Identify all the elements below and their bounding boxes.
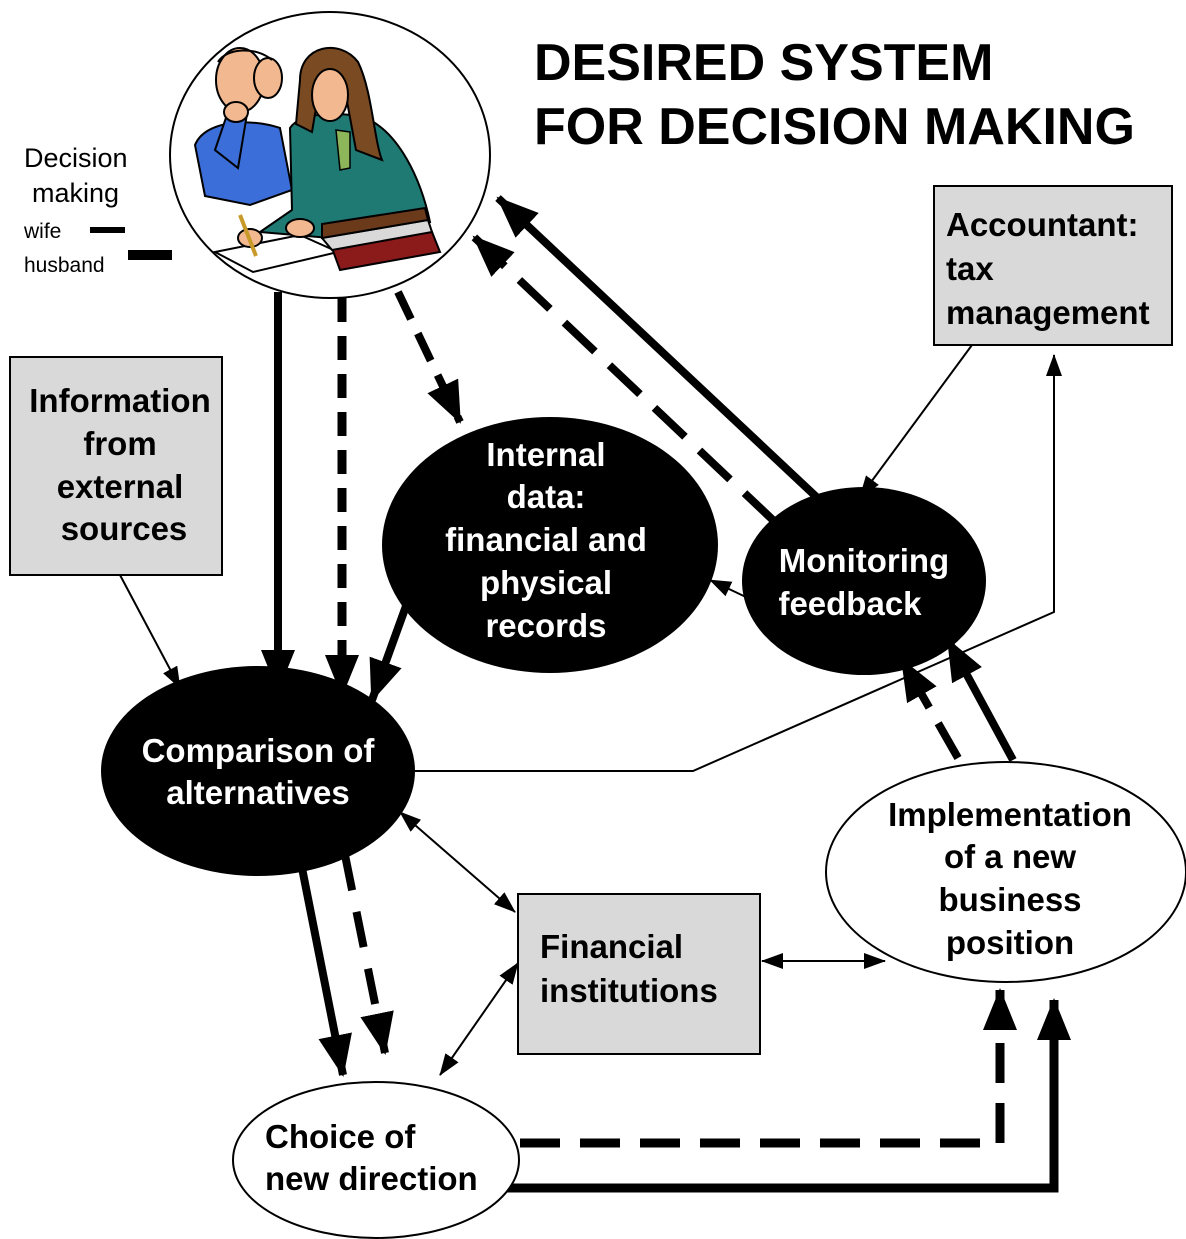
accountant-line-3: management — [946, 294, 1150, 331]
external-info-line-3: external — [57, 468, 184, 505]
arrow-wife-comparison-to-choice — [341, 854, 394, 1055]
accountant-line-1: Accountant: — [946, 206, 1139, 243]
arrow-wife-feedback-to-decision — [471, 234, 778, 525]
arrow-husband-implementation-to-monitoring — [944, 638, 1017, 762]
legend-heading-line-2: making — [32, 178, 119, 208]
connectors — [119, 195, 1071, 1193]
accountant-line-2: tax — [946, 250, 994, 287]
accountant-box: Accountant: tax management — [933, 185, 1173, 346]
internal-data-line-4: physical — [480, 564, 612, 601]
arrow-wife-implementation-to-monitoring — [898, 658, 962, 760]
financial-institutions-line-1: Financial — [540, 928, 683, 965]
external-info-line-2: from — [83, 425, 156, 462]
legend-husband-label: husband — [24, 254, 105, 277]
arrow-monitoring-to-internal-data — [709, 579, 749, 599]
internal-data-line-2: data: — [507, 478, 586, 515]
monitoring-line-1: Monitoring — [779, 542, 949, 579]
choice-node: Choice of new direction — [232, 1081, 520, 1239]
comparison-line-2: alternatives — [166, 774, 349, 811]
arrow-wife-to-internal-data — [394, 290, 464, 424]
external-info-line-4: sources — [61, 510, 188, 547]
legend: Decision making wife husband — [23, 143, 172, 277]
internal-data-line-5: records — [485, 607, 606, 644]
external-info-line-1: Information — [29, 382, 210, 419]
implementation-line-2: of a new — [944, 838, 1076, 875]
arrow-husband-choice-to-implementation — [505, 998, 1071, 1193]
comparison-line-1: Comparison of — [142, 732, 376, 769]
internal-data-line-3: financial and — [445, 521, 647, 558]
financial-institutions-line-2: institutions — [540, 972, 718, 1009]
title-line-1: DESIRED SYSTEM — [534, 34, 993, 92]
legend-wife-label: wife — [23, 220, 61, 243]
arrow-internal-data-to-comparison — [368, 593, 414, 702]
arrow-choice-financial-institutions — [439, 962, 519, 1076]
couple-illustration-icon — [193, 46, 442, 274]
arrow-husband-comparison-to-choice — [298, 867, 352, 1077]
comparison-node: Comparison of alternatives — [101, 666, 415, 876]
legend-husband-swatch — [128, 250, 172, 260]
choice-line-2: new direction — [265, 1160, 478, 1197]
diagram-title: DESIRED SYSTEM FOR DECISION MAKING — [534, 34, 1135, 156]
decision-makers-node — [169, 11, 491, 299]
internal-data-line-1: Internal — [486, 436, 605, 473]
monitoring-node: Monitoring feedback — [742, 487, 986, 675]
arrow-wife-choice-to-implementation — [520, 988, 1017, 1148]
arrow-accountant-to-monitoring — [859, 344, 973, 498]
external-info-box: Information from external sources — [9, 356, 223, 576]
legend-wife-swatch — [90, 227, 125, 233]
implementation-line-4: position — [946, 924, 1074, 961]
legend-heading-line-1: Decision — [24, 143, 128, 173]
internal-data-node: Internal data: financial and physical re… — [382, 417, 718, 673]
title-line-2: FOR DECISION MAKING — [534, 98, 1135, 156]
arrow-husband-feedback-to-decision — [495, 195, 828, 508]
monitoring-line-2: feedback — [778, 585, 922, 622]
choice-line-1: Choice of — [265, 1118, 416, 1155]
financial-institutions-box: Financial institutions — [517, 893, 761, 1055]
arrow-comparison-financial-institutions — [399, 811, 516, 913]
implementation-line-3: business — [938, 881, 1081, 918]
implementation-node: Implementation of a new business positio… — [825, 761, 1186, 983]
arrow-external-to-comparison — [119, 574, 181, 689]
implementation-line-1: Implementation — [888, 796, 1132, 833]
arrow-comparison-to-accountant — [415, 354, 1062, 772]
